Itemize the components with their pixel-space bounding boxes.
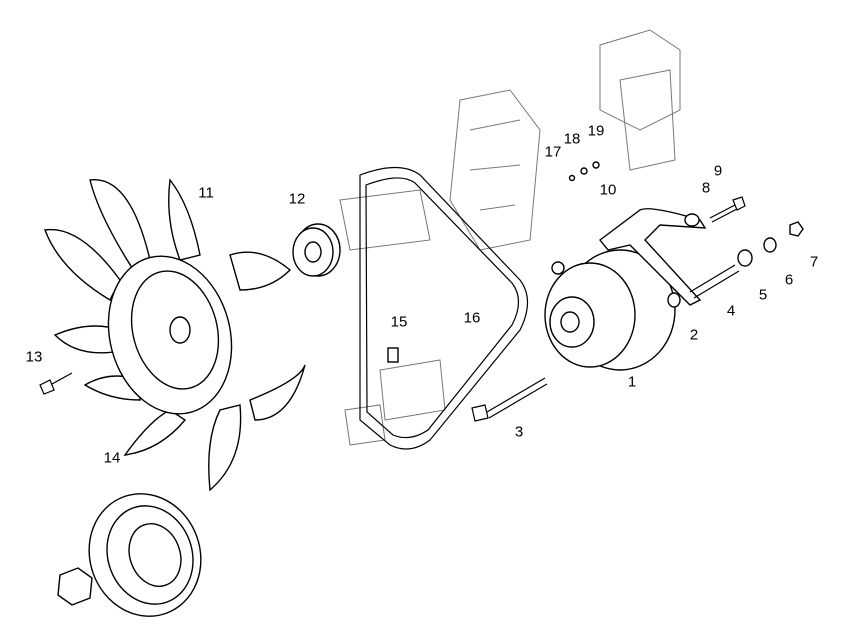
key-drawing bbox=[387, 347, 399, 363]
callout-14: 14 bbox=[103, 449, 121, 467]
callout-17: 17 bbox=[544, 143, 562, 161]
hardware-drawing bbox=[568, 161, 804, 308]
spacer-drawing bbox=[292, 223, 341, 277]
callout-5: 5 bbox=[758, 286, 768, 304]
callout-16: 16 bbox=[463, 309, 481, 327]
belt-drawing bbox=[359, 166, 529, 450]
callout-11: 11 bbox=[198, 184, 214, 202]
callout-15: 15 bbox=[390, 313, 408, 331]
callout-6: 6 bbox=[784, 271, 794, 289]
callout-12: 12 bbox=[288, 190, 306, 208]
callout-13: 13 bbox=[25, 348, 43, 366]
callout-4: 4 bbox=[726, 302, 736, 320]
callout-1: 1 bbox=[627, 373, 637, 391]
fan-drawing bbox=[44, 178, 306, 492]
bolt-13-drawing bbox=[39, 372, 73, 395]
bolt-3-drawing bbox=[471, 377, 548, 422]
callout-2: 2 bbox=[689, 326, 699, 344]
callout-7: 7 bbox=[809, 253, 819, 271]
callout-9: 9 bbox=[713, 162, 723, 180]
alternator-drawing bbox=[544, 249, 676, 371]
engine-block-ghost bbox=[339, 29, 681, 446]
pulley-drawing bbox=[57, 493, 202, 617]
callout-10: 10 bbox=[599, 181, 617, 199]
callout-18: 18 bbox=[563, 130, 581, 148]
callout-3: 3 bbox=[514, 423, 524, 441]
callout-8: 8 bbox=[701, 179, 711, 197]
callout-19: 19 bbox=[587, 122, 605, 140]
